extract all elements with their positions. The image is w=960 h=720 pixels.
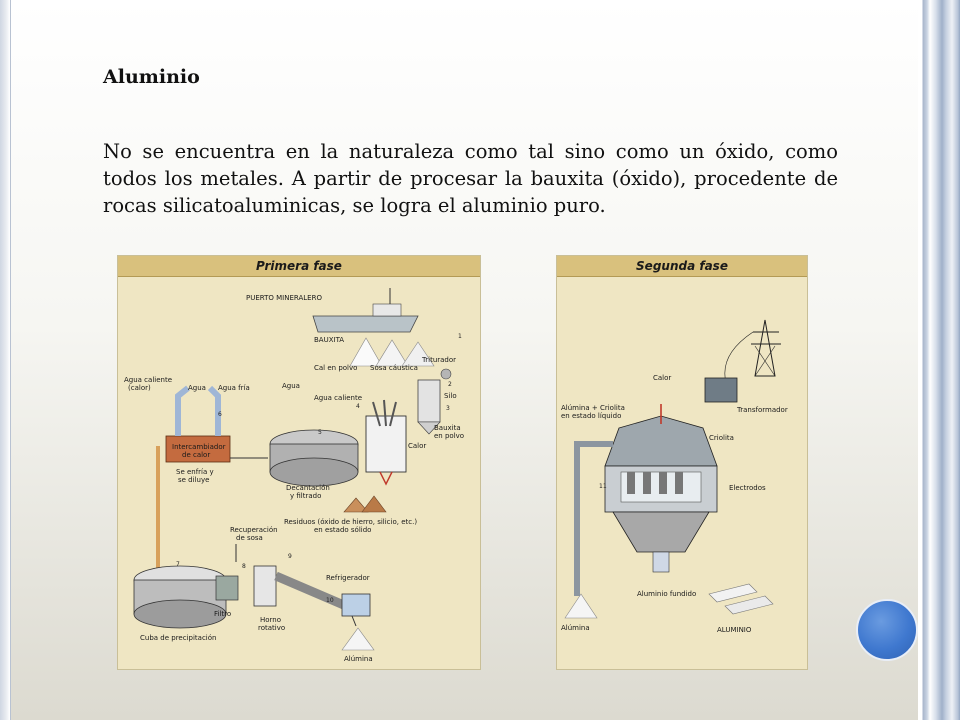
label-alumina: Alúmina [344, 655, 373, 663]
left-border-decoration [0, 0, 11, 720]
heat-exchanger-icon [156, 385, 268, 576]
label-silo: Silo [444, 392, 457, 400]
decantation-tank-icon [269, 429, 359, 487]
label-bauxita: BAUXITA [314, 336, 344, 344]
step-number-11: 11 [599, 483, 607, 490]
label-aluminio: ALUMINIO [717, 626, 752, 634]
label-intercambiador-1: Intercambiador [172, 443, 226, 451]
label-calor: Calor [408, 442, 426, 450]
slide-paragraph: No se encuentra en la naturaleza como ta… [103, 140, 838, 217]
residue-pile-icon [343, 495, 387, 513]
ship-icon [312, 288, 419, 333]
slide-title: Aluminio [103, 66, 200, 88]
label-agua: Agua [188, 384, 206, 392]
bauxite-pile-icon [349, 337, 435, 367]
figure-header-primera-fase: Primera fase [118, 256, 480, 277]
label-recuperacion-2: de sosa [236, 534, 263, 542]
label-bauxita-polvo-2: en polvo [434, 432, 464, 440]
silo-icon [417, 368, 452, 435]
label-alumina-criolita-2: en estado líquido [561, 412, 621, 420]
right-border-decoration [918, 0, 960, 720]
electrolytic-cell-icon [604, 404, 718, 573]
label-residuos-2: en estado sólido [314, 526, 371, 534]
label-filtro: Filtro [214, 610, 231, 618]
step-number-10: 10 [326, 597, 334, 604]
label-intercambiador-2: de calor [182, 451, 210, 459]
label-horno-1: Horno [260, 616, 281, 624]
power-tower-icon [724, 319, 781, 387]
label-cal-en-polvo: Cal en polvo [314, 364, 357, 372]
step-number-1: 1 [458, 333, 462, 340]
aluminium-ingot-icon [708, 583, 774, 615]
label-enfria-1: Se enfría y [176, 468, 214, 476]
decorative-blue-circle [856, 599, 918, 661]
digester-tank-icon [365, 399, 407, 486]
label-electrodos: Electrodos [729, 484, 766, 492]
label-criolita: Criolita [709, 434, 734, 442]
label-enfria-2: se diluye [178, 476, 209, 484]
refrigerator-icon [341, 593, 371, 627]
figure-primera-fase: Primera fase [117, 255, 481, 670]
step-number-5: 5 [318, 429, 322, 436]
label-aluminio-fundido: Aluminio fundido [637, 590, 696, 598]
label-agua-2: Agua [282, 382, 300, 390]
filter-icon [215, 544, 239, 601]
step-number-2: 2 [448, 381, 452, 388]
label-recuperacion-1: Recuperación [230, 526, 278, 534]
label-agua-caliente-calor-2: (calor) [128, 384, 151, 392]
label-decantacion-1: Decantación [286, 484, 330, 492]
label-agua-caliente-calor-1: Agua caliente [124, 376, 172, 384]
figure-segunda-fase: Segunda fase [556, 255, 808, 670]
step-number-3: 3 [446, 405, 450, 412]
precipitation-tank-icon [133, 565, 227, 629]
transformer-icon [704, 377, 738, 403]
label-residuos-1: Residuos (óxido de hierro, silicio, etc.… [284, 518, 417, 526]
primera-fase-diagram: PUERTO MINERALERO BAUXITA Cal en polvo S… [124, 288, 464, 663]
label-cuba: Cuba de precipitación [140, 634, 216, 642]
step-number-4: 4 [356, 403, 360, 410]
label-horno-2: rotativo [258, 624, 285, 632]
label-alumina-criolita-1: Alúmina + Criolita [561, 404, 625, 412]
label-calor: Calor [653, 374, 671, 382]
step-number-7: 7 [176, 561, 180, 568]
alumina-pile-icon [341, 627, 375, 651]
label-bauxita-polvo-1: Bauxita [434, 424, 461, 432]
label-puerto-mineralero: PUERTO MINERALERO [246, 294, 322, 302]
label-triturador: Triturador [421, 356, 456, 364]
label-agua-fria: Agua fría [218, 384, 250, 392]
label-sosa-caustica: Sosa cáustica [370, 364, 418, 372]
figure-header-segunda-fase: Segunda fase [557, 256, 807, 277]
step-number-6: 6 [218, 411, 222, 418]
label-agua-caliente: Agua caliente [314, 394, 362, 402]
step-number-9: 9 [288, 553, 292, 560]
label-refrigerador: Refrigerador [326, 574, 370, 582]
step-number-8: 8 [242, 563, 246, 570]
rotary-kiln-icon [253, 565, 348, 611]
label-alumina: Alúmina [561, 624, 590, 632]
label-decantacion-2: y filtrado [290, 492, 321, 500]
segunda-fase-diagram: Calor Alúmina + Criolita en estado líqui… [561, 319, 788, 634]
label-transformador: Transformador [736, 406, 788, 414]
alumina-pile-icon [564, 593, 598, 619]
feed-pipe [574, 441, 613, 596]
